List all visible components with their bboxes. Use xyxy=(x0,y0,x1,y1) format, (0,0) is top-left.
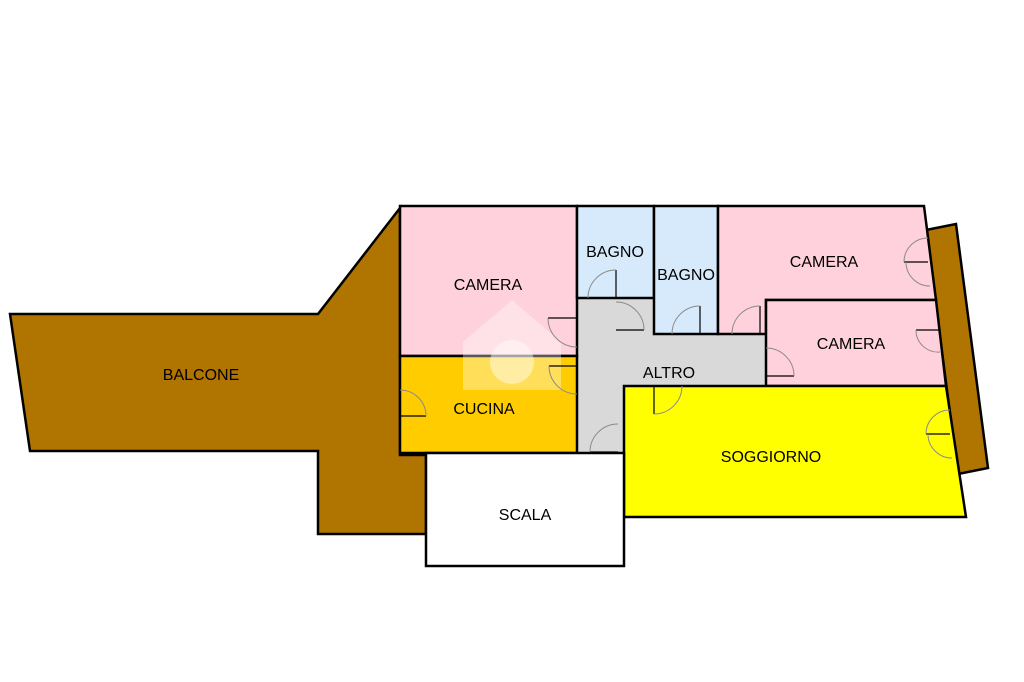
room-camera-1 xyxy=(398,204,579,358)
label-altro: ALTRO xyxy=(643,365,695,382)
room-cucina xyxy=(398,354,579,455)
door-scala xyxy=(589,423,619,453)
room-scala xyxy=(424,451,626,568)
label-soggiorno: SOGGIORNO xyxy=(721,449,821,466)
label-camera-2: CAMERA xyxy=(790,254,859,271)
door-camera-3-balcony xyxy=(915,329,941,353)
door-cucina-balcone xyxy=(399,389,427,417)
door-soggiorno xyxy=(653,385,683,415)
door-bagno-2 xyxy=(671,305,701,335)
label-bagno-1: BAGNO xyxy=(586,244,644,261)
door-camera-1 xyxy=(547,317,578,348)
label-scala: SCALA xyxy=(499,507,552,524)
label-bagno-2: BAGNO xyxy=(657,267,715,284)
door-bagno-1-corridor xyxy=(615,301,645,331)
door-camera-3 xyxy=(765,347,795,377)
door-camera-2 xyxy=(731,305,761,335)
label-camera-3: CAMERA xyxy=(817,336,886,353)
room-altro xyxy=(578,298,766,452)
door-bagno-1 xyxy=(587,269,617,299)
door-camera-2-balcony xyxy=(903,237,931,287)
label-cucina: CUCINA xyxy=(453,401,515,418)
watermark-logo xyxy=(463,300,561,390)
door-cucina xyxy=(548,365,578,395)
label-camera-1: CAMERA xyxy=(454,277,523,294)
label-balcone: BALCONE xyxy=(163,367,239,384)
room-bagno-2 xyxy=(652,204,720,336)
door-soggiorno-balcony xyxy=(925,409,953,459)
